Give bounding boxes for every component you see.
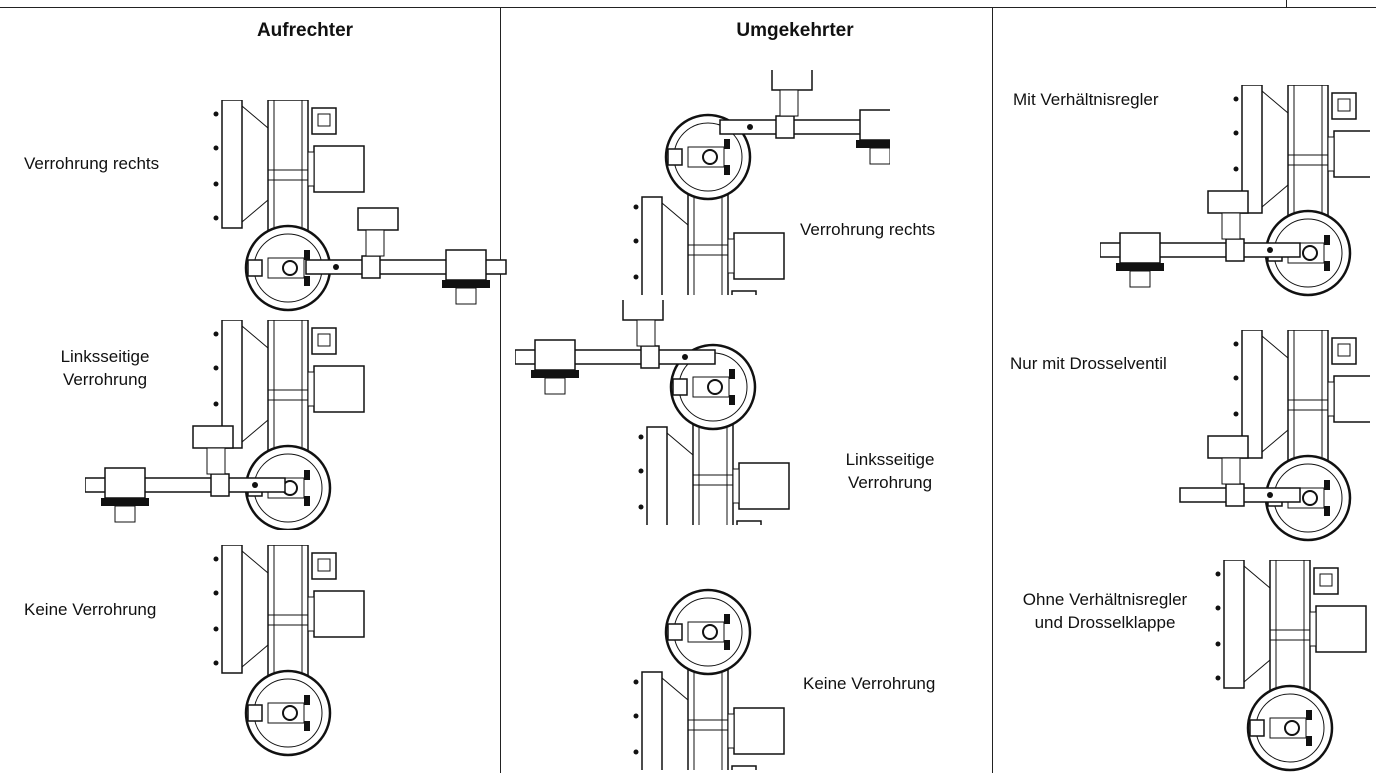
burner-with-ratio-regulator — [1100, 85, 1370, 297]
label-upright-right-piping: Verrohrung rechts — [24, 154, 160, 173]
label-without-regulator-and-damper: Ohne Verhältnisregler und Drosselklappe — [1000, 588, 1210, 634]
column-header-inverted: Umgekehrter — [736, 20, 854, 41]
burner-inverted-left-piping — [515, 300, 791, 525]
label-upright-left-piping: Linksseitige Verrohrung — [40, 345, 170, 391]
label-with-ratio-regulator: Mit Verhältnisregler — [1013, 90, 1159, 109]
column-header-upright: Aufrechter — [256, 20, 354, 41]
label-line-1: Ohne Verhältnisregler — [1022, 590, 1188, 609]
burner-inverted-no-piping — [632, 588, 786, 770]
label-upright-no-piping: Keine Verrohrung — [24, 600, 157, 619]
label-throttle-valve-only: Nur mit Drosselventil — [1010, 354, 1167, 373]
burner-throttle-valve-only — [1179, 330, 1370, 542]
burner-inverted-right-piping — [632, 70, 890, 295]
label-line-1: Linksseitige — [845, 450, 935, 469]
label-inverted-left-piping: Linksseitige Verrohrung — [820, 448, 960, 494]
burner-upright-no-piping — [212, 545, 366, 757]
label-line-2: und Drosselklappe — [1034, 613, 1176, 632]
label-inverted-no-piping: Keine Verrohrung — [803, 674, 936, 693]
burner-upright-left-piping — [85, 320, 365, 530]
label-line-2: Verrohrung — [847, 473, 933, 492]
burner-without-regulator-and-damper — [1214, 560, 1368, 772]
label-line-2: Verrohrung — [62, 370, 148, 389]
label-inverted-right-piping: Verrohrung rechts — [800, 220, 936, 239]
label-line-1: Linksseitige — [60, 347, 150, 366]
burner-upright-right-piping — [212, 100, 507, 312]
